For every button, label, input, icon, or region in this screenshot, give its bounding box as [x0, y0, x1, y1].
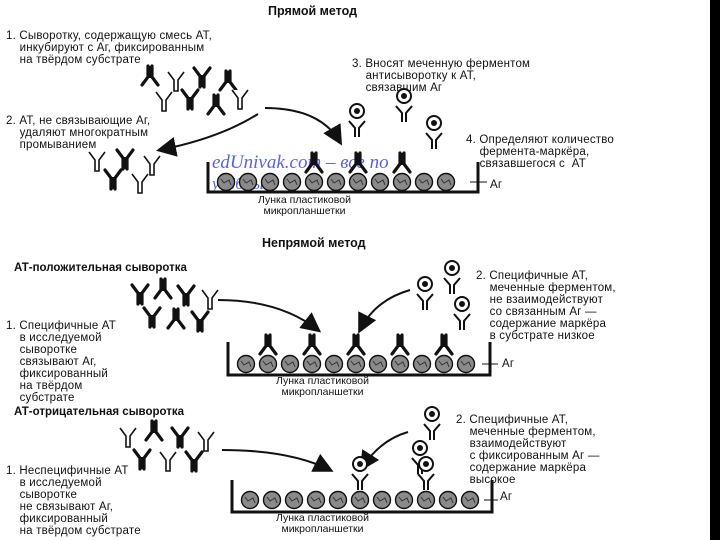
positive-serum-antibodies [130, 277, 219, 333]
positive-step-2: 2. Специфичные АТ, меченные ферментом, н… [476, 270, 616, 342]
negative-step-2: 2. Специфичные АТ, меченные ферментом, в… [456, 414, 600, 486]
direct-washed-antibodies [88, 148, 161, 194]
negative-ag-label: Аг [500, 491, 513, 503]
negative-serum-heading: АТ-отрицательная сыворотка [14, 406, 185, 418]
positive-arrow-labeled [358, 289, 411, 334]
indirect-method-title: Непрямой метод [262, 236, 366, 250]
direct-ag-label: Аг [490, 179, 503, 191]
watermark-line-1: edUnivak.com – все по [212, 152, 389, 173]
negative-serum-antibodies [119, 419, 215, 473]
negative-arrow-labeled [359, 431, 409, 472]
direct-step-4: 4. Определяют количество фермента-маркёр… [466, 134, 615, 170]
negative-well [230, 456, 498, 514]
direct-labeled-antibodies [348, 88, 443, 150]
direct-arrow-wash [156, 113, 259, 157]
direct-step-1: 1. Сыворотку, содержащую смесь АТ, инкуб… [6, 30, 212, 66]
direct-free-antibodies [140, 64, 249, 116]
positive-ag-label: Аг [502, 358, 515, 370]
direct-step-3: 3. Вносят меченную ферментом антисыворот… [352, 58, 531, 94]
negative-well-label: Лунка пластиковой микропланшетки [276, 512, 369, 535]
positive-labeled-antibodies [416, 260, 471, 331]
right-edge-bar [710, 0, 720, 540]
direct-method-title: Прямой метод [268, 4, 358, 18]
negative-arrow-serum [221, 449, 334, 472]
direct-arrow-incubate [264, 107, 343, 146]
positive-well-label: Лунка пластиковой микропланшетки [276, 375, 369, 398]
direct-well-label: Лунка пластиковой микропланшетки [258, 194, 351, 217]
positive-well [226, 333, 498, 377]
positive-serum-heading: АТ-положительная сыворотка [14, 262, 187, 274]
direct-well [206, 151, 487, 194]
positive-arrow-serum [217, 299, 322, 333]
negative-step-1: 1. Неспецифичные АТ в исследуемой сыворо… [6, 465, 141, 537]
positive-step-1: 1. Специфичные АТ в исследуемой сыворотк… [6, 320, 117, 404]
direct-step-2: 2. АТ, не связывающие Аг, удаляют многок… [6, 115, 151, 151]
